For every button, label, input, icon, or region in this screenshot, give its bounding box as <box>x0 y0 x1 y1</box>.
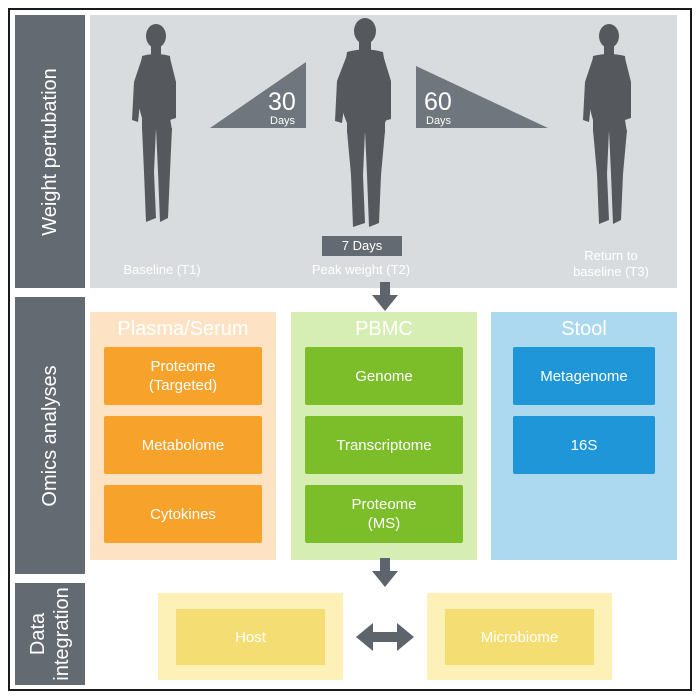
plasma-serum-title: Plasma/Serum <box>117 318 249 340</box>
section-label-integration: Data integration <box>26 587 74 680</box>
section-weight-perturbation: Weight pertubation <box>15 15 85 288</box>
plasma-item: Cytokines <box>104 485 262 543</box>
pbmc-item-line1: Transcriptome <box>336 436 432 454</box>
timepoint-t1-label: Baseline (T1) <box>123 262 201 277</box>
section-omics-analyses: Omics analyses <box>15 297 85 574</box>
plasma-item: Metabolome <box>104 416 262 474</box>
section-label-integration-line2: integration <box>51 587 73 681</box>
plasma-item: Proteome (Targeted) <box>104 347 262 405</box>
section-label-omics: Omics analyses <box>39 364 61 507</box>
timepoint-t3-line1: Return to <box>584 248 638 263</box>
pbmc-item: Proteome (MS) <box>305 485 463 543</box>
stool-title: Stool <box>561 318 607 340</box>
hold-duration-box: 7 Days <box>322 236 402 256</box>
figure-baseline <box>132 24 176 222</box>
microbiome-box: Microbiome <box>427 593 612 680</box>
loss-duration-unit: Days <box>426 115 452 127</box>
timepoint-t3-label: Return to baseline (T3) <box>556 248 666 280</box>
weight-gain-wedge <box>210 62 306 128</box>
section-label-integration-line1: Data <box>27 612 49 656</box>
arrow-down-icon <box>372 282 398 311</box>
weight-loss-wedge <box>416 66 548 128</box>
section-data-integration: Data integration <box>15 583 85 685</box>
plasma-item-line1: Proteome <box>150 358 216 375</box>
timepoint-t3-line2: baseline (T3) <box>573 264 649 279</box>
stool-column: Stool Metagenome 16S <box>491 312 677 560</box>
arrow-down-icon <box>372 558 398 587</box>
pbmc-title: PBMC <box>355 318 413 340</box>
loss-duration-number: 60 <box>424 88 452 116</box>
stool-item-line1: Metagenome <box>540 367 628 385</box>
pbmc-column: PBMC Genome Transcriptome Proteome (MS) <box>291 312 477 560</box>
pbmc-item-line1: Proteome <box>351 496 417 513</box>
pbmc-item-line2: (MS) <box>367 515 401 532</box>
host-box: Host <box>158 593 343 680</box>
stool-item-line1: 16S <box>570 436 598 454</box>
plasma-serum-column: Plasma/Serum Proteome (Targeted) Metabolo… <box>90 312 276 560</box>
stool-item: Metagenome <box>513 347 655 405</box>
pbmc-item: Genome <box>305 347 463 405</box>
pbmc-item: Transcriptome <box>305 416 463 474</box>
stool-item: 16S <box>513 416 655 474</box>
figure-peak-weight <box>335 18 391 227</box>
section-label-weight: Weight pertubation <box>39 67 61 236</box>
gain-duration-number: 30 <box>268 88 296 116</box>
host-label: Host <box>176 609 325 665</box>
microbiome-label: Microbiome <box>445 609 594 665</box>
timepoint-t2-label: Peak weight (T2) <box>311 262 411 277</box>
double-arrow-icon <box>356 623 414 651</box>
figure-return-baseline <box>583 24 631 224</box>
plasma-item-line2: (Targeted) <box>148 377 218 394</box>
pbmc-item-line1: Genome <box>355 367 413 385</box>
plasma-item-line1: Metabolome <box>141 436 225 454</box>
plasma-item-line1: Cytokines <box>150 505 216 523</box>
gain-duration-unit: Days <box>270 115 296 127</box>
